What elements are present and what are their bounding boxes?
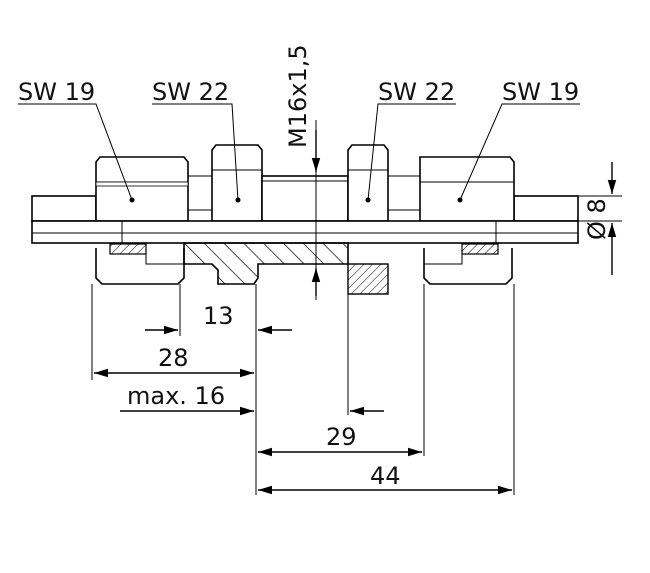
label-sw19-left: SW 19 [18, 78, 95, 106]
tube [31, 195, 579, 222]
extension-lines [91, 284, 515, 495]
label-thread: M16x1,5 [284, 44, 312, 148]
left-body-hex [188, 144, 263, 222]
label-diameter: Ø 8 [583, 198, 611, 240]
label-sw22-left: SW 22 [152, 78, 229, 106]
thread-section [261, 175, 349, 222]
dimension-lines [94, 325, 512, 495]
diameter-dimension [578, 162, 622, 275]
right-lock-nut [347, 144, 420, 222]
right-union-nut [419, 156, 515, 285]
label-sw19-right: SW 19 [502, 78, 579, 106]
label-sw22-right: SW 22 [378, 78, 455, 106]
dim-28: 28 [158, 344, 189, 372]
sectioned-body [31, 220, 579, 295]
dim-44: 44 [370, 462, 401, 490]
leader-lines [18, 103, 580, 203]
dim-max16: max. 16 [127, 382, 225, 410]
dim-13: 13 [203, 302, 234, 330]
dim-29: 29 [326, 423, 357, 451]
